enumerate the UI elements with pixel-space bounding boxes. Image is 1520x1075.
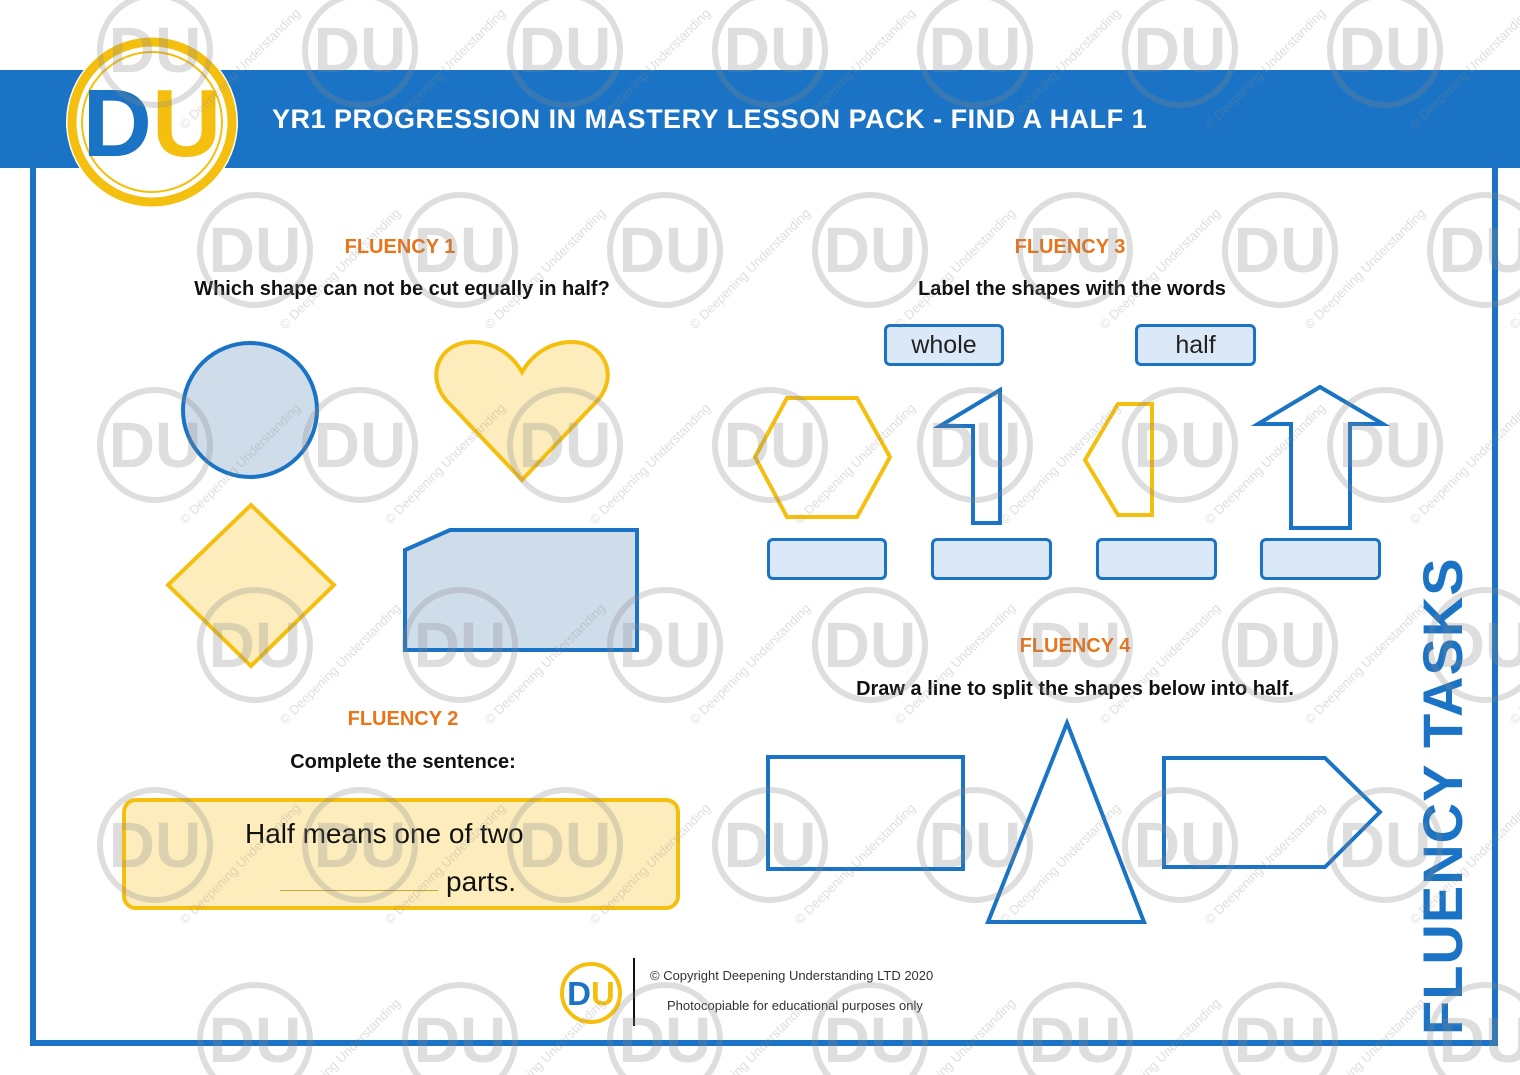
rectangle-shape[interactable] bbox=[766, 755, 965, 871]
du-logo: DU bbox=[66, 36, 238, 208]
hexagon-whole-shape bbox=[752, 396, 893, 519]
header-banner bbox=[0, 70, 1520, 168]
logo-text: DU bbox=[83, 70, 222, 177]
sentence-line-1: Half means one of two bbox=[245, 818, 524, 849]
sentence-blank-line[interactable] bbox=[280, 890, 438, 891]
fluency-1-heading: FLUENCY 1 bbox=[344, 236, 456, 258]
word-whole-box: whole bbox=[884, 324, 1004, 366]
fluency-3-heading: FLUENCY 3 bbox=[1014, 236, 1126, 258]
fluency-2-heading: FLUENCY 2 bbox=[347, 708, 459, 730]
whole-arrow-shape bbox=[1250, 384, 1391, 530]
fluency-2-instruction: Complete the sentence: bbox=[290, 751, 516, 773]
word-half-box: half bbox=[1135, 324, 1256, 366]
answer-box-3[interactable] bbox=[1096, 538, 1217, 580]
half-arrow-shape bbox=[932, 386, 1002, 525]
footer-note: Photocopiable for educational purposes o… bbox=[667, 998, 923, 1013]
fluency-1-instruction: Which shape can not be cut equally in ha… bbox=[194, 278, 610, 300]
footer-du-logo: DU bbox=[560, 962, 622, 1024]
svg-text:© Deepening Understanding: © Deepening Understanding bbox=[1507, 600, 1520, 727]
svg-text:© Deepening Understanding: © Deepening Understanding bbox=[1507, 995, 1520, 1075]
page-title: YR1 PROGRESSION IN MASTERY LESSON PACK -… bbox=[272, 104, 1148, 134]
circle-shape bbox=[181, 341, 319, 479]
fluency-3-instruction: Label the shapes with the words bbox=[918, 278, 1226, 300]
answer-box-4[interactable] bbox=[1260, 538, 1381, 580]
fluency-3-shapes bbox=[752, 384, 1391, 530]
fluency-1-shapes bbox=[165, 339, 639, 669]
diamond-shape bbox=[165, 502, 337, 669]
footer-copyright: © Copyright Deepening Understanding LTD … bbox=[650, 968, 934, 983]
sentence-box bbox=[122, 798, 680, 910]
sentence-line-2: parts. bbox=[446, 866, 517, 897]
pentagon-arrow-shape[interactable] bbox=[1162, 756, 1383, 869]
answer-box-2[interactable] bbox=[931, 538, 1052, 580]
cut-corner-shape bbox=[403, 528, 639, 652]
page-border bbox=[30, 70, 1498, 1046]
fluency-tasks-side-label: FLUENCY TASKS bbox=[1411, 557, 1474, 1035]
footer-divider bbox=[633, 958, 635, 1026]
answer-box-1[interactable] bbox=[767, 538, 887, 580]
fluency-4-instruction: Draw a line to split the shapes below in… bbox=[856, 678, 1294, 700]
fluency-4-heading: FLUENCY 4 bbox=[1019, 635, 1131, 657]
svg-text:DU: DU bbox=[567, 975, 615, 1012]
half-hexagon-shape bbox=[1082, 402, 1154, 517]
heart-shape bbox=[434, 339, 610, 483]
triangle-shape[interactable] bbox=[985, 717, 1147, 924]
fluency-4-shapes bbox=[766, 717, 1383, 924]
svg-text:© Deepening Understanding: © Deepening Understanding bbox=[1507, 205, 1520, 332]
